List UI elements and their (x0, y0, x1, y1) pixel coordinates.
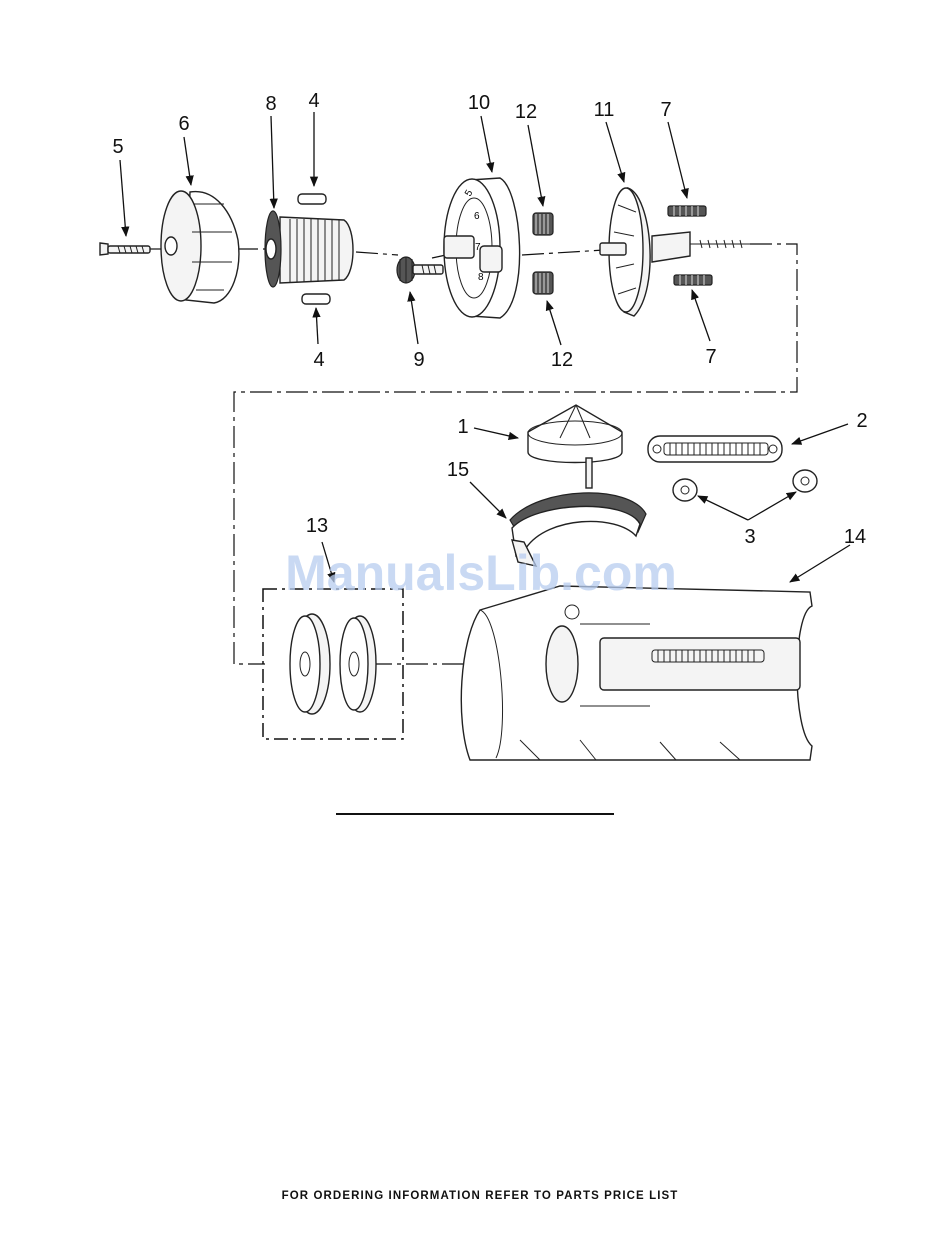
callout-12-lower: 12 (551, 349, 573, 371)
part-4-pin-upper (298, 194, 326, 204)
part-8-threaded-sleeve (265, 211, 353, 287)
callout-5: 5 (112, 136, 123, 158)
dial-number-8: 8 (478, 272, 484, 283)
callout-10: 10 (468, 92, 490, 114)
dial-number-6: 6 (474, 211, 480, 222)
callout-3: 3 (744, 526, 755, 548)
part-3-fastener-right (793, 470, 817, 492)
callout-7-upper: 7 (660, 99, 671, 121)
part-7-spring-upper (668, 206, 706, 216)
footer-ordering-info: FOR ORDERING INFORMATION REFER TO PARTS … (282, 1190, 679, 1202)
part-1-cone-cap (528, 405, 622, 488)
callout-1: 1 (457, 416, 468, 438)
part-5-screw (100, 243, 150, 255)
callout-9: 9 (413, 349, 424, 371)
callout-2: 2 (856, 410, 867, 432)
callout-12-upper: 12 (515, 101, 537, 123)
callout-7-lower: 7 (705, 346, 716, 368)
callout-13: 13 (306, 515, 328, 537)
part-9-thumb-screw (397, 257, 443, 283)
part-10-dial-housing: 5 6 7 8 (444, 178, 520, 318)
callout-4-lower: 4 (313, 349, 324, 371)
part-2-grate-strip (648, 436, 782, 462)
part-3-fastener-left (673, 479, 697, 501)
part-12-spring-lower (533, 272, 553, 294)
part-6-knob (161, 191, 239, 303)
callout-8: 8 (265, 93, 276, 115)
callout-15: 15 (447, 459, 469, 481)
callout-14: 14 (844, 526, 866, 548)
part-7-spring-lower (674, 275, 712, 285)
watermark: ManualsLib.com (285, 545, 677, 601)
part-12-spring-upper (533, 213, 553, 235)
dial-number-7: 7 (475, 242, 481, 253)
part-14-main-housing (461, 586, 812, 760)
callout-6: 6 (178, 113, 189, 135)
callout-4-upper: 4 (308, 90, 319, 112)
callout-11: 11 (594, 99, 615, 121)
part-4-pin-lower (302, 294, 330, 304)
